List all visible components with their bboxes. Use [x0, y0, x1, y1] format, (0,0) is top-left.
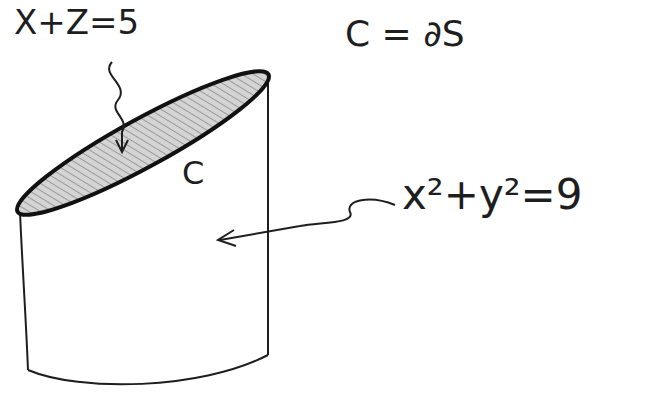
cylinder-bottom: [28, 355, 268, 384]
cylinder-side: [20, 212, 28, 370]
arrow-head: [116, 140, 128, 152]
plane-section: [6, 53, 280, 232]
leader-line: [109, 62, 124, 150]
arrow-head: [218, 230, 236, 246]
curve-label: C: [182, 156, 204, 191]
cylinder-equation: x²+y²=9: [402, 172, 583, 218]
plane-equation: X+Z=5: [14, 4, 139, 41]
boundary-note: C = ∂S: [345, 14, 465, 54]
leader-line: [220, 200, 395, 240]
cylinder-side: [267, 80, 269, 355]
